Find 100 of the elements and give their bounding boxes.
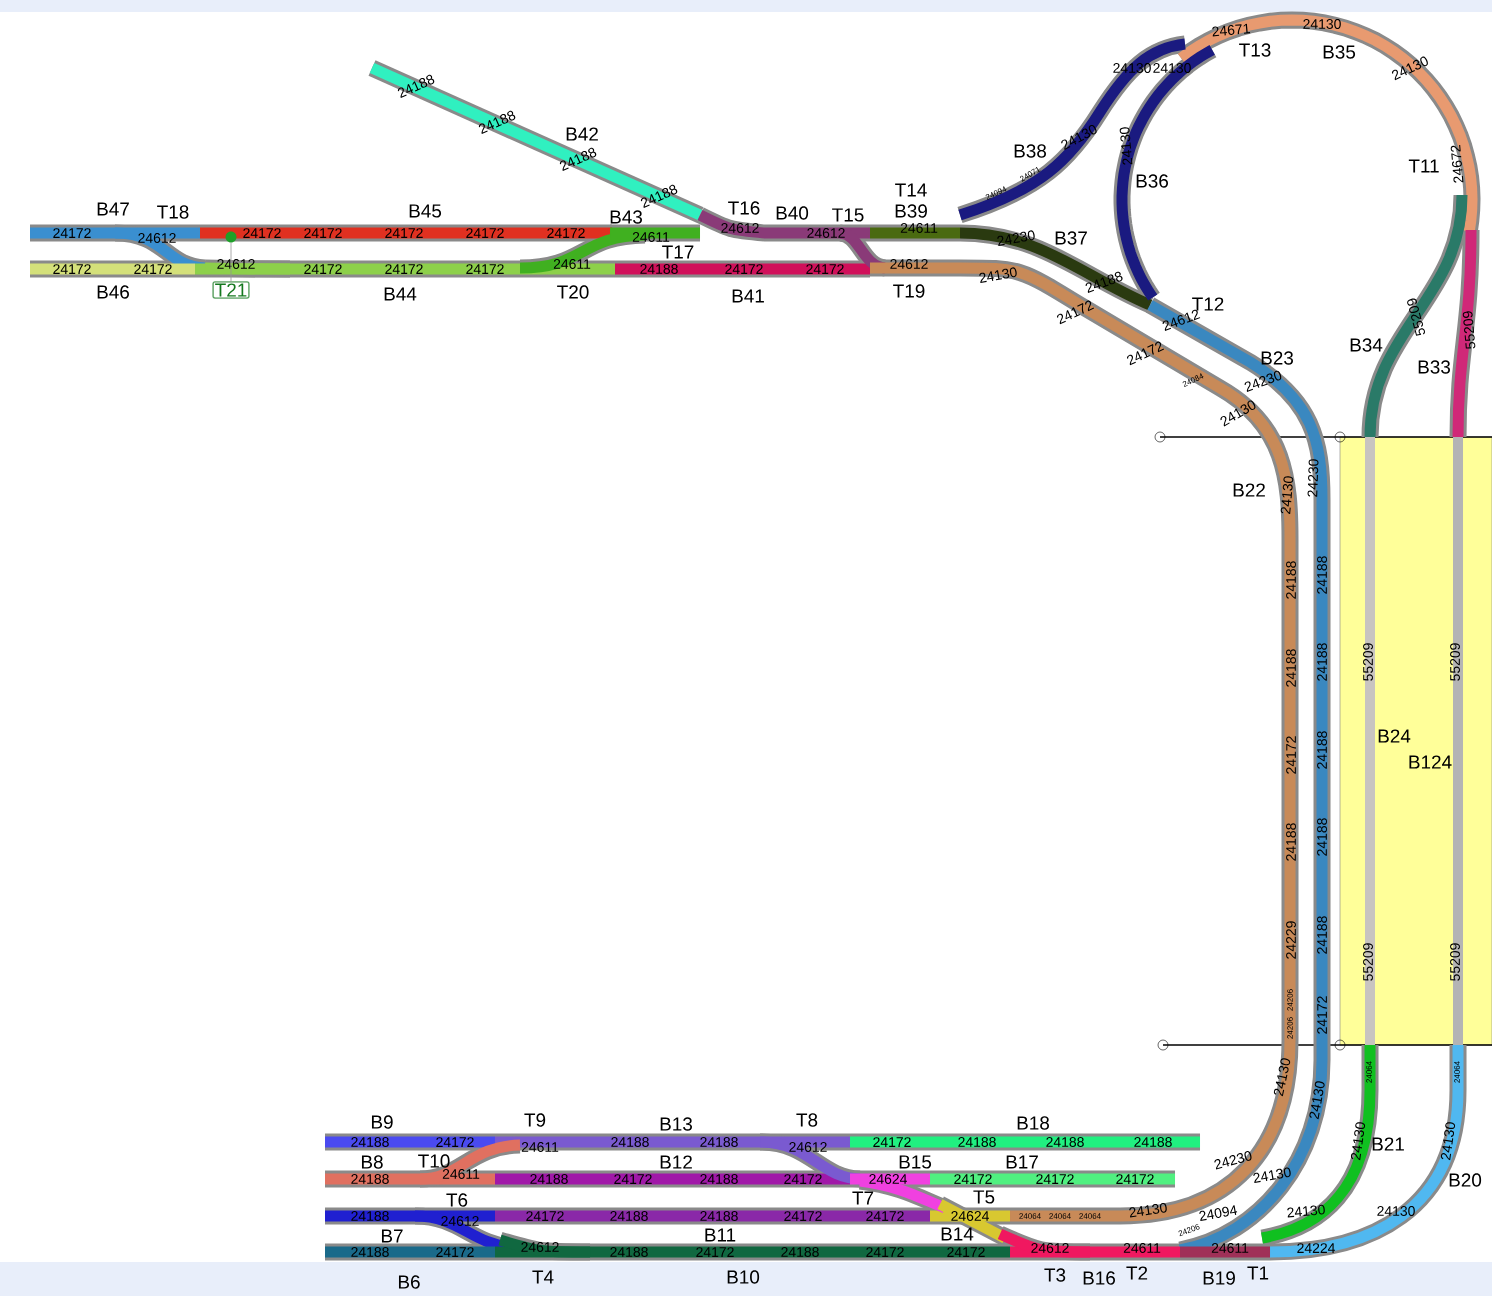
- part-number: 24130: [1113, 63, 1151, 73]
- part-number: 24188: [700, 1211, 738, 1221]
- part-number: 24188: [530, 1174, 568, 1184]
- part-number: 24130: [1350, 1122, 1366, 1161]
- part-number: 24172: [436, 1247, 474, 1257]
- track-label: T13: [1239, 43, 1271, 57]
- track-label: B41: [732, 289, 764, 303]
- track-label: B18: [1017, 1116, 1050, 1130]
- part-number: 24172: [304, 228, 342, 238]
- part-number: 24130: [1280, 476, 1294, 515]
- part-number: 24230: [997, 230, 1035, 246]
- part-number: 24188: [1134, 1137, 1172, 1147]
- part-number: 24624: [869, 1174, 907, 1184]
- track-label: B21: [1372, 1137, 1404, 1151]
- part-number: 24229: [1286, 921, 1296, 959]
- part-number: 24612: [441, 1216, 479, 1226]
- part-number: 24611: [1123, 1243, 1161, 1253]
- track-label: B15: [899, 1155, 932, 1169]
- part-number: 24188: [351, 1247, 389, 1257]
- part-number: 24172: [614, 1174, 652, 1184]
- part-number: 24172: [526, 1211, 564, 1221]
- part-number: 24188: [958, 1137, 996, 1147]
- part-number: 24188: [351, 1174, 389, 1184]
- track-label: T10: [418, 1154, 450, 1168]
- part-number: 24130: [979, 267, 1017, 283]
- track-label: B13: [660, 1117, 692, 1131]
- track-label: B36: [1136, 174, 1168, 188]
- part-number: 24130: [1119, 127, 1133, 165]
- track-label: T15: [832, 208, 864, 222]
- part-number: 24172: [385, 228, 423, 238]
- part-number: 24172: [954, 1174, 992, 1184]
- track-label: B16: [1083, 1271, 1115, 1285]
- part-number: 24130: [1253, 1167, 1291, 1183]
- track-label: T6: [446, 1193, 468, 1207]
- part-number: 24188: [1085, 271, 1123, 293]
- part-number: 24188: [1317, 731, 1327, 769]
- part-number: 24172: [1036, 1174, 1074, 1184]
- part-number: 24130: [1440, 1122, 1456, 1161]
- label-box: T21: [212, 281, 250, 299]
- track-label: T4: [532, 1270, 554, 1284]
- part-number: 24612: [721, 223, 759, 233]
- part-number: 24172: [1116, 1174, 1154, 1184]
- part-number: 24172: [547, 228, 585, 238]
- track-label: B20: [1449, 1173, 1482, 1187]
- part-number: 24172: [385, 264, 423, 274]
- track-label: B46: [97, 285, 129, 299]
- track-label: T16: [728, 201, 760, 215]
- part-number: 24172: [806, 264, 844, 274]
- part-number: 24188: [1317, 818, 1327, 856]
- track-label: B124: [1409, 755, 1452, 769]
- part-number: 24188: [1286, 823, 1296, 861]
- track-label: B43: [610, 210, 642, 224]
- part-number: 24612: [217, 259, 255, 269]
- track-label: T18: [157, 205, 189, 219]
- track-label: T19: [893, 284, 925, 298]
- part-number: 24130: [1273, 1058, 1291, 1097]
- part-number: 24672: [1450, 144, 1464, 183]
- track-label: B47: [97, 202, 129, 216]
- part-number: 24172: [436, 1137, 474, 1147]
- part-number: 24130: [1309, 1081, 1325, 1120]
- part-number: 24188: [700, 1174, 738, 1184]
- part-number: 24172: [466, 228, 504, 238]
- part-number: 24612: [1031, 1243, 1069, 1253]
- part-number: 24172: [873, 1137, 911, 1147]
- part-number: 24611: [1211, 1243, 1249, 1253]
- track-label: T3: [1044, 1268, 1066, 1282]
- part-number: 24612: [138, 233, 176, 243]
- part-number: 24230: [1307, 459, 1319, 497]
- part-number: 24172: [134, 264, 172, 274]
- part-number: 24612: [789, 1142, 827, 1152]
- track-label: B23: [1261, 351, 1293, 365]
- part-number: 24188: [1317, 916, 1327, 954]
- part-number: 24612: [890, 259, 928, 269]
- part-number: 24611: [521, 1142, 559, 1152]
- part-number: 24230: [1244, 370, 1282, 392]
- track-label: T20: [557, 285, 589, 299]
- track-label: T12: [1192, 297, 1224, 311]
- part-number: 24094: [1199, 1205, 1238, 1221]
- track-label: T9: [524, 1113, 546, 1127]
- part-number: 24172: [1286, 736, 1296, 774]
- part-number: 24172: [53, 228, 91, 238]
- track-label: B10: [727, 1270, 760, 1284]
- part-number: 55209: [1363, 943, 1373, 981]
- track-label: T8: [796, 1113, 818, 1127]
- track-label: T11: [1408, 159, 1439, 173]
- track-label: T7: [852, 1191, 874, 1205]
- track-label: T1: [1247, 1266, 1269, 1280]
- track-label: B38: [1014, 144, 1047, 158]
- part-number: 24130: [1287, 1204, 1325, 1218]
- track-label: B22: [1233, 483, 1265, 497]
- track-label: T17: [662, 245, 694, 259]
- leader-line: [230, 242, 232, 283]
- track-label: T14: [895, 183, 927, 197]
- part-number: 24671: [1212, 23, 1251, 37]
- track-label: B39: [895, 204, 927, 218]
- track-label: B45: [409, 204, 442, 218]
- part-number: 24188: [1286, 561, 1296, 599]
- track-label: B9: [372, 1115, 393, 1129]
- part-number: 24172: [466, 264, 504, 274]
- track-label: B19: [1203, 1271, 1235, 1285]
